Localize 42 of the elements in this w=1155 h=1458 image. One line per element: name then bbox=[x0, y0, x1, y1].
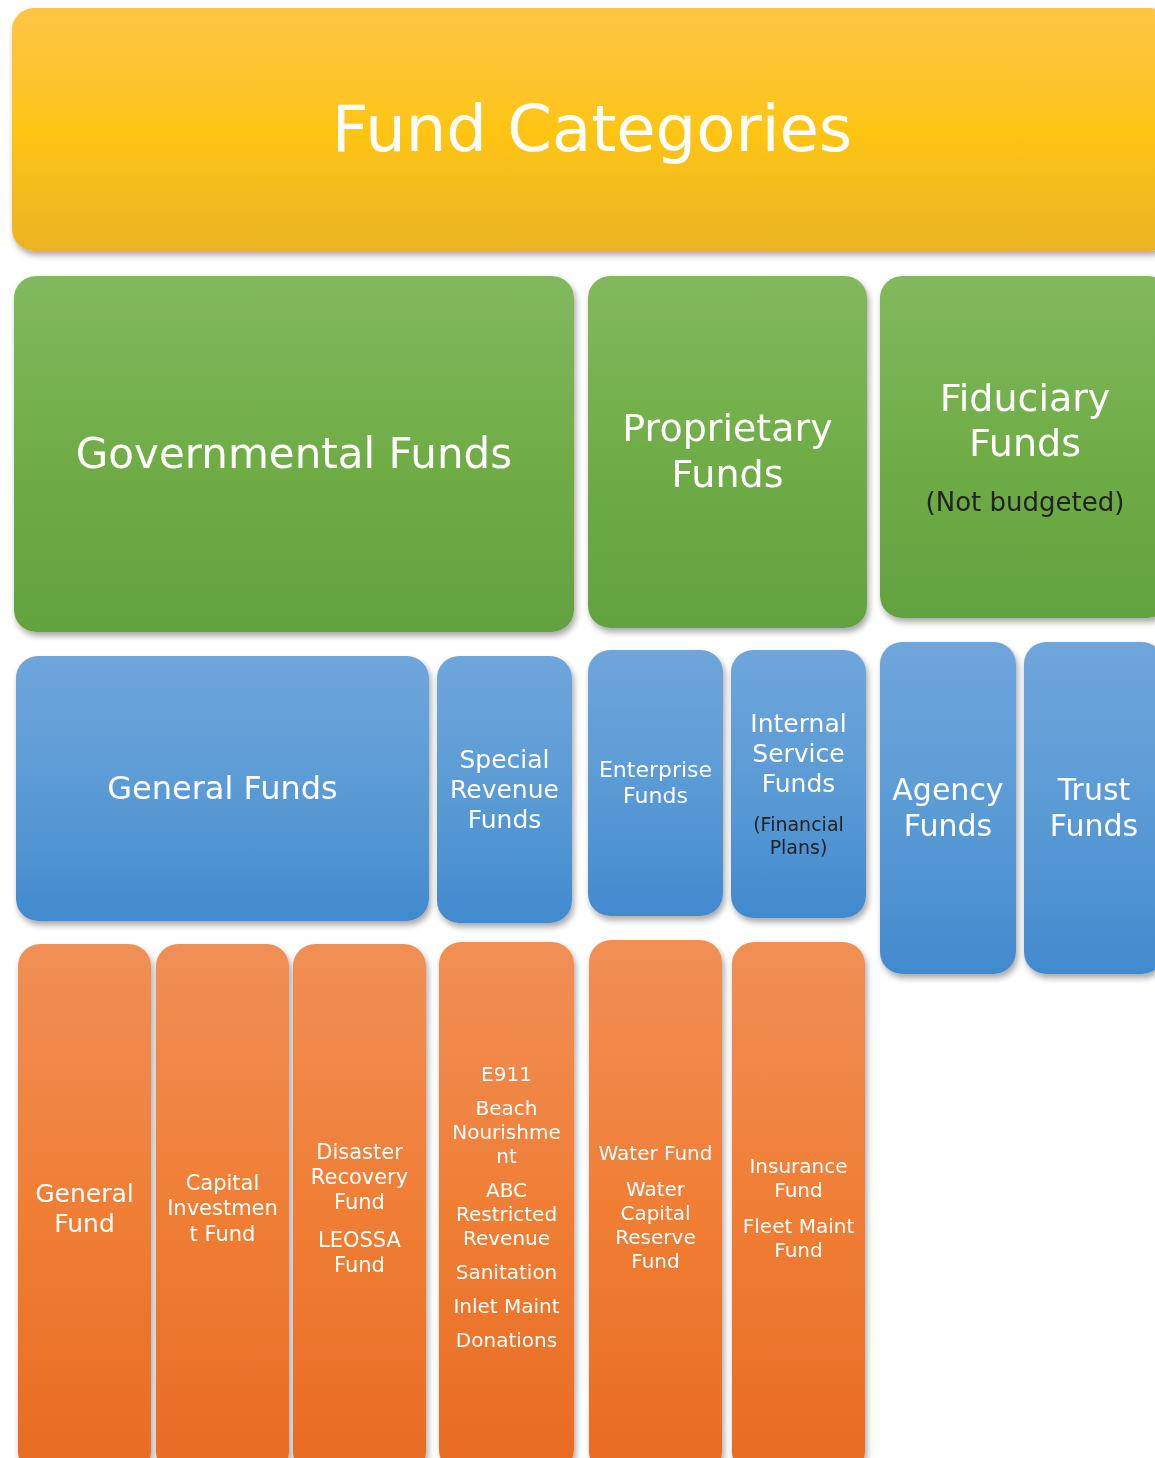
category-box bbox=[293, 944, 426, 1458]
category-box bbox=[156, 944, 289, 1458]
category-box bbox=[880, 276, 1155, 618]
note-text: (Not budgeted) bbox=[925, 487, 1125, 519]
category-box bbox=[880, 642, 1016, 974]
category-label: Insurance Fund bbox=[748, 1154, 849, 1202]
category-label: Internal Service Funds bbox=[749, 709, 848, 800]
category-box bbox=[439, 942, 574, 1458]
category-label: Water Fund bbox=[598, 1141, 713, 1165]
category-label: E911 bbox=[481, 1062, 532, 1086]
category-box bbox=[1024, 642, 1155, 974]
category-label: ABC Restricted Revenue bbox=[454, 1178, 559, 1250]
category-box bbox=[589, 940, 722, 1458]
category-box bbox=[588, 650, 723, 916]
category-label: Sanitation bbox=[455, 1260, 558, 1284]
category-label: Proprietary Funds bbox=[621, 406, 834, 498]
category-label: Fund Categories bbox=[331, 91, 853, 168]
category-label: Fleet Maint Fund bbox=[741, 1214, 856, 1262]
category-box bbox=[732, 942, 865, 1458]
category-label: Disaster Recovery Fund bbox=[309, 1140, 410, 1216]
category-label: Trust Funds bbox=[1048, 772, 1140, 844]
category-label: Donations bbox=[455, 1328, 558, 1352]
category-box bbox=[14, 276, 574, 632]
category-label: Enterprise Funds bbox=[597, 756, 714, 810]
category-box bbox=[437, 656, 572, 923]
category-label: Governmental Funds bbox=[75, 428, 513, 480]
category-label: Agency Funds bbox=[891, 772, 1005, 844]
category-label: Special Revenue Funds bbox=[449, 744, 560, 835]
category-box bbox=[16, 656, 429, 921]
note-text: (Financial Plans) bbox=[752, 813, 845, 859]
category-label: Inlet Maint bbox=[453, 1294, 560, 1318]
category-label: General Funds bbox=[107, 769, 338, 808]
category-box bbox=[588, 276, 867, 628]
category-label: Fiduciary Funds bbox=[938, 375, 1112, 467]
category-label: General Fund bbox=[34, 1179, 135, 1239]
category-box bbox=[18, 944, 151, 1458]
category-label: Beach Nourishment bbox=[451, 1096, 562, 1168]
category-label: Water Capital Reserve Fund bbox=[614, 1177, 697, 1273]
category-box bbox=[731, 650, 866, 918]
category-box bbox=[12, 8, 1155, 251]
category-label: LEOSSA Fund bbox=[317, 1227, 402, 1278]
category-label: Capital Investment Fund bbox=[166, 1171, 279, 1247]
